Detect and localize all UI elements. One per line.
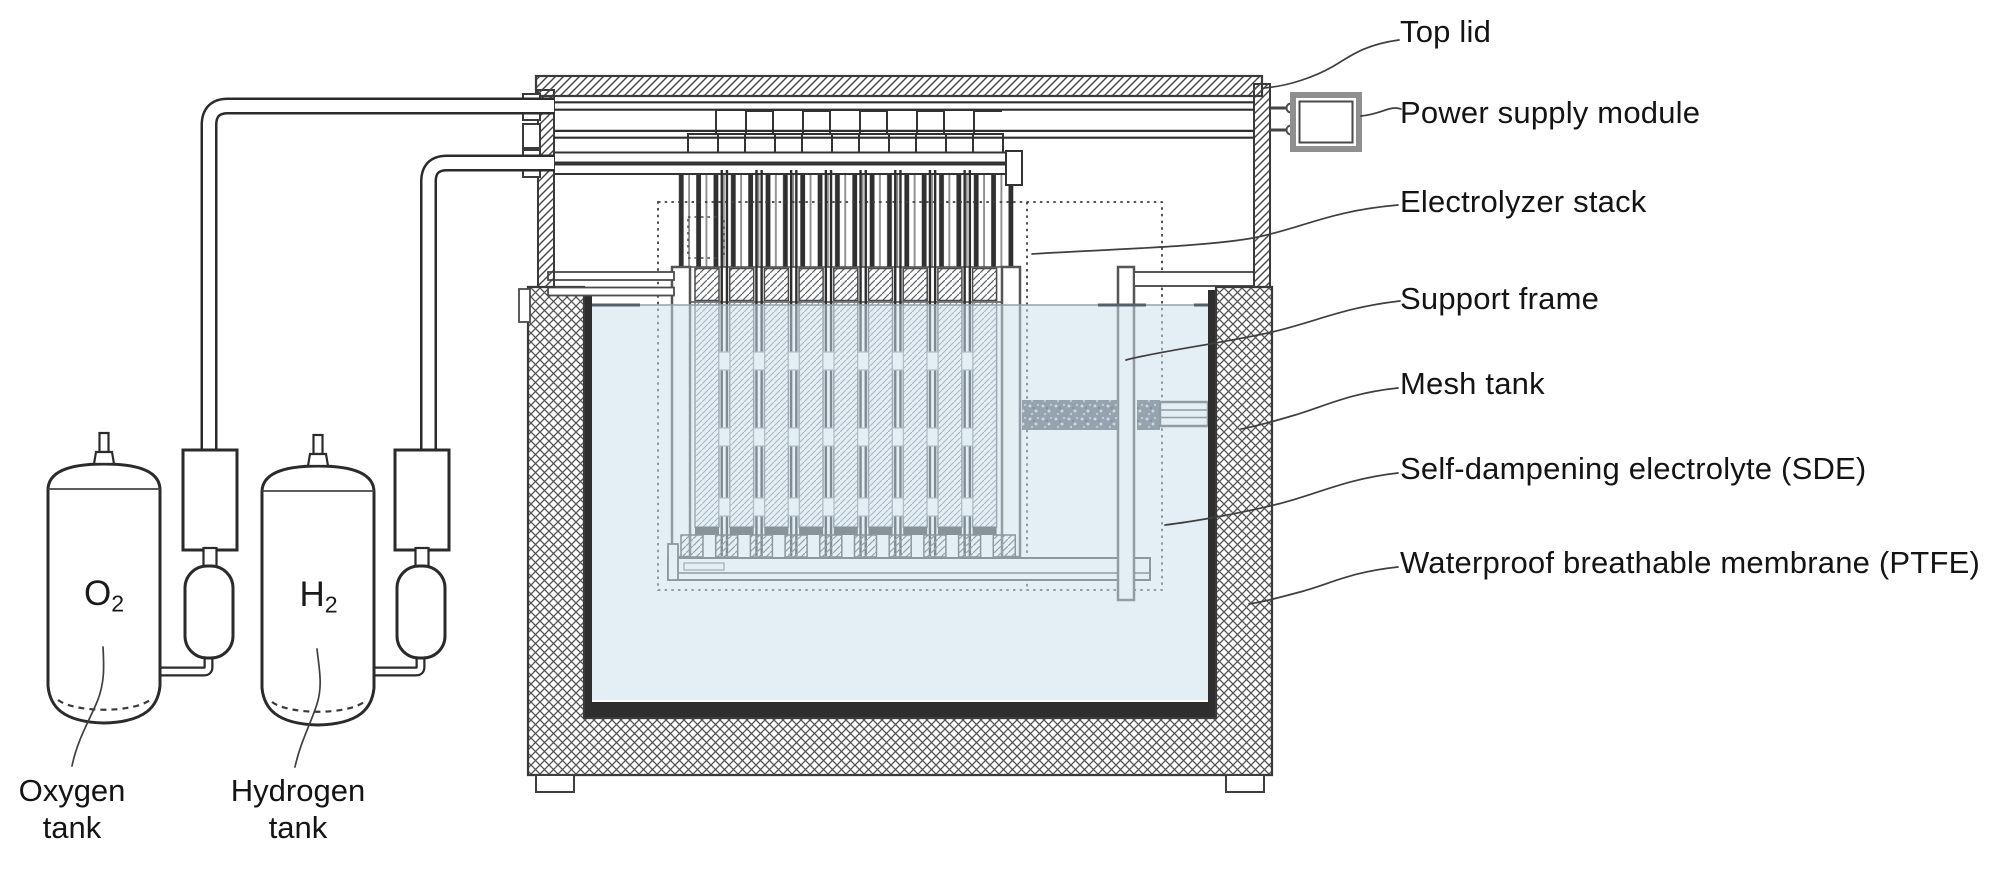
bus-rail-upper — [553, 151, 1007, 164]
oxygen-symbol-letter: O — [83, 574, 112, 613]
hydrogen-gas-symbol: H2 — [262, 575, 375, 618]
outer-tank-group — [518, 285, 1274, 793]
leader-mesh-tank — [1240, 387, 1399, 430]
leader-top-lid — [1263, 39, 1400, 89]
label-electrolyzer-stack: Electrolyzer stack — [1400, 184, 1647, 219]
oxygen-tank-nozzle — [98, 431, 110, 454]
label-top-lid: Top lid — [1400, 14, 1492, 49]
tank-foot-right — [1225, 774, 1265, 793]
bus-rail-end-cap — [1005, 150, 1023, 186]
hydrogen-valve-assembly — [393, 448, 451, 660]
label-ptfe: Waterproof breathable membrane (PTFE) — [1400, 545, 1980, 580]
electrolyte-fill — [592, 305, 1208, 700]
hydrogen-caption-line1: Hydrogen — [230, 773, 366, 808]
label-sde: Self-dampening electrolyte (SDE) — [1400, 451, 1867, 486]
electrode-pins-field — [678, 158, 1014, 267]
clamp-block — [902, 267, 928, 302]
clamp-block — [867, 267, 894, 302]
tank-foot-left — [535, 774, 575, 793]
left-support-rail-upper — [547, 271, 675, 281]
clamp-block — [694, 267, 720, 302]
vessel-pipe-oxygen — [156, 653, 214, 677]
wall-bracket — [518, 288, 531, 323]
hydrogen-symbol-subscript: 2 — [324, 591, 338, 618]
hydrogen-tank-nozzle — [312, 433, 324, 456]
leader-power-supply — [1360, 107, 1402, 117]
label-oxygen-tank: Oxygen tank — [8, 772, 136, 846]
leader-lines — [71, 39, 1402, 768]
support-frame-top-rail — [1133, 271, 1255, 287]
hydrogen-caption-line2: tank — [268, 810, 328, 845]
clamp-block — [937, 267, 963, 302]
label-power-supply: Power supply module — [1400, 95, 1701, 130]
terminal-boxes — [687, 109, 1004, 159]
top-lid-bar — [534, 74, 1264, 98]
label-support-frame: Support frame — [1400, 281, 1600, 316]
under-lid-lines — [554, 101, 1254, 139]
mesh-tank-walls — [526, 285, 1274, 777]
pipe-oxygen — [200, 97, 554, 452]
clamp-block — [798, 267, 824, 302]
clamp-blocks — [694, 267, 998, 302]
leader-sde — [1164, 472, 1399, 526]
bus-rail-lower — [553, 163, 1007, 175]
leader-hydrogen-tank — [294, 648, 322, 768]
left-support-rail-lower — [547, 286, 675, 297]
upper-wall-right — [1253, 83, 1271, 288]
hydrogen-symbol-letter: H — [299, 575, 325, 614]
hydrogen-tank-shape — [260, 433, 376, 727]
label-hydrogen-tank: Hydrogen tank — [228, 772, 368, 846]
clamp-block — [728, 267, 755, 302]
psu-box-inner — [1298, 100, 1354, 144]
vessel-pipe-hydrogen — [368, 653, 426, 677]
leader-electrolyzer-stack — [1031, 204, 1399, 255]
oxygen-symbol-subscript: 2 — [111, 590, 125, 617]
leader-oxygen-tank — [71, 646, 105, 767]
gas-handling-group — [46, 97, 554, 727]
leader-ptfe — [1248, 566, 1399, 605]
oxygen-tank-shape — [46, 431, 162, 725]
clamp-block — [971, 267, 998, 302]
label-mesh-tank: Mesh tank — [1400, 366, 1545, 401]
clamp-block — [833, 267, 859, 302]
upper-enclosure-group — [522, 74, 1271, 288]
oxygen-gas-symbol: O2 — [48, 574, 160, 617]
oxygen-caption-line2: tank — [42, 810, 102, 845]
oxygen-valve-assembly — [181, 448, 239, 660]
leader-support-frame — [1125, 300, 1401, 361]
pipe-hydrogen — [420, 154, 554, 452]
clamp-block — [763, 267, 790, 302]
oxygen-caption-line1: Oxygen — [18, 773, 126, 808]
power-supply-group — [1270, 92, 1362, 152]
